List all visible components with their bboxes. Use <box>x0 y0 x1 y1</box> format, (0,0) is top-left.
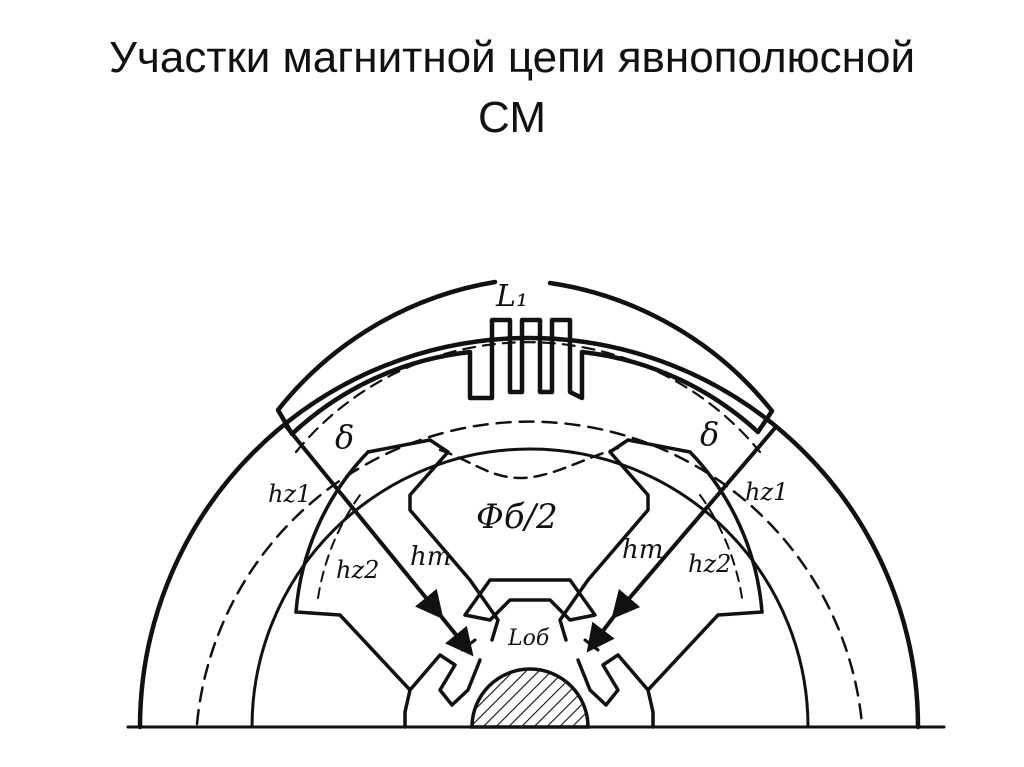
label-hz2-right: hz2 <box>688 550 731 578</box>
stator-mean-path-dashed <box>195 420 864 726</box>
stator-outer-arc <box>137 335 921 730</box>
airgap-dashed-path <box>294 341 762 454</box>
title-line-2: СМ <box>478 93 546 142</box>
label-L-ob: Lоб <box>507 626 550 651</box>
rotor-inner-dashed-right <box>699 494 743 599</box>
right-path-arrow <box>611 426 777 620</box>
label-delta-left: δ <box>335 418 354 456</box>
rotor-outer-arc-right <box>688 450 764 614</box>
rotor-inner-dashed-left <box>317 494 361 599</box>
label-delta-right: δ <box>700 415 719 453</box>
label-hz1-right: hz1 <box>745 478 788 506</box>
left-path-arrow-lower <box>438 613 474 657</box>
label-flux: Φб/2 <box>476 497 558 537</box>
stator-inner-arc <box>250 447 810 729</box>
slide-title: Участки магнитной цепи явнополюсной СМ <box>40 28 984 148</box>
label-hm-right: hm <box>622 535 663 565</box>
rotor-outer-arc <box>294 450 370 614</box>
right-path-arrow-lower <box>586 613 617 653</box>
shaft-hatched <box>470 667 590 729</box>
center-pole-outline <box>463 578 597 622</box>
left-pole-outline <box>294 438 500 729</box>
label-L1: L₁ <box>495 279 528 314</box>
flux-dashed-curve <box>438 446 620 480</box>
title-line-1: Участки магнитной цепи явнополюсной <box>108 33 916 82</box>
label-hm-left: hm <box>410 542 451 572</box>
left-path-arrow <box>283 423 444 620</box>
label-hz1-left: hz1 <box>268 480 311 508</box>
label-hz2-left: hz2 <box>336 556 379 584</box>
stator-segment-outline <box>275 279 775 437</box>
